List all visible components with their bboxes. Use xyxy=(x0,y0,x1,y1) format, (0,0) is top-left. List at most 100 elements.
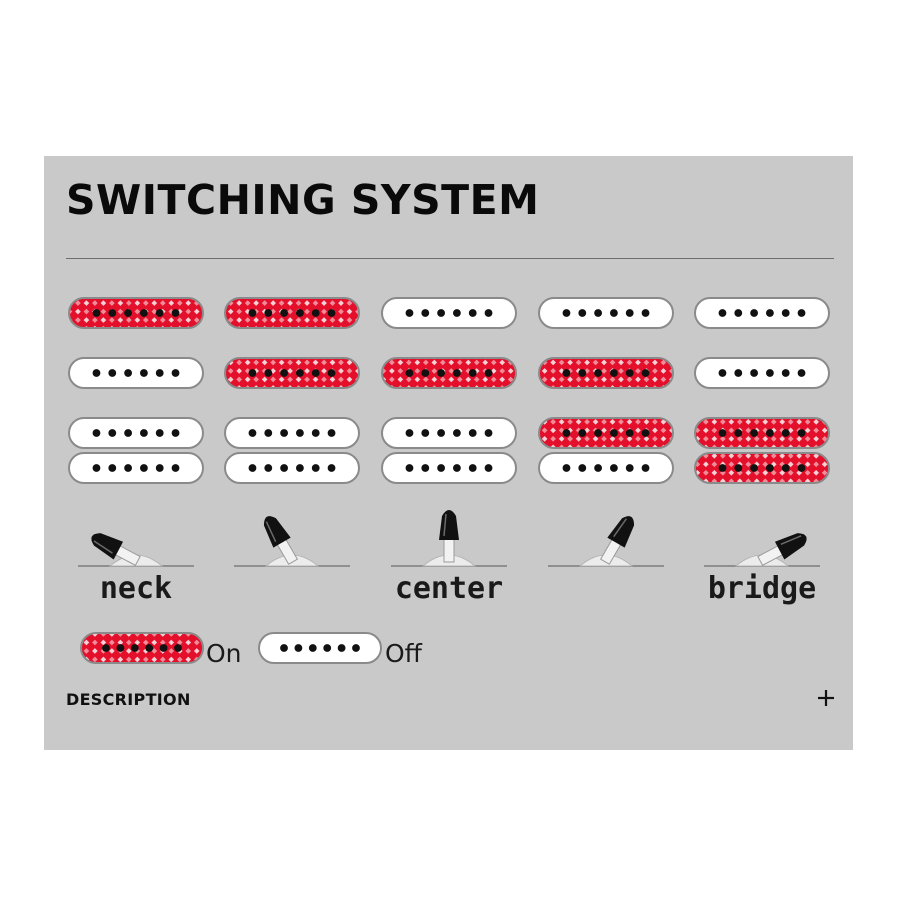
pole-piece xyxy=(155,429,164,437)
pole-piece xyxy=(140,309,148,317)
pole-piece xyxy=(174,644,182,652)
plus-icon[interactable] xyxy=(814,686,838,710)
pole-piece xyxy=(468,429,477,437)
pole-piece xyxy=(308,644,317,652)
pole-piece xyxy=(171,369,180,377)
pole-piece xyxy=(750,369,758,377)
bridge-pickup-bottom-3 xyxy=(381,452,517,484)
pole-piece xyxy=(594,464,602,472)
pole-piece xyxy=(781,369,790,377)
pole-piece xyxy=(108,369,117,377)
pole-piece xyxy=(124,429,132,437)
selector-lever-1 xyxy=(78,533,194,567)
divider xyxy=(66,258,834,259)
pole-piece xyxy=(248,309,257,317)
pole-piece xyxy=(327,309,336,317)
selector-lever-4 xyxy=(548,516,664,567)
pole-piece xyxy=(625,309,634,317)
bridge-pickup-top-5 xyxy=(694,417,830,449)
pole-piece xyxy=(280,464,288,472)
pole-piece xyxy=(92,309,101,317)
legend-off-label: Off xyxy=(385,639,423,668)
pole-piece xyxy=(280,369,288,377)
description-toggle[interactable]: DESCRIPTION xyxy=(66,690,191,709)
middle-pickup-2 xyxy=(224,357,360,389)
pole-piece xyxy=(108,309,117,317)
pole-piece xyxy=(468,369,477,377)
pole-piece xyxy=(421,464,430,472)
pole-piece xyxy=(562,309,571,317)
legend-on-pickup xyxy=(80,632,204,664)
pole-piece xyxy=(159,644,168,652)
pole-piece xyxy=(750,429,758,437)
pole-piece xyxy=(311,464,320,472)
bridge-pickup-bottom-1 xyxy=(68,452,204,484)
pole-piece xyxy=(734,464,743,472)
pole-piece xyxy=(108,464,117,472)
bridge-pickup-top-4 xyxy=(538,417,674,449)
pole-piece xyxy=(437,464,445,472)
pole-piece xyxy=(453,464,461,472)
pole-piece xyxy=(405,309,414,317)
pole-piece xyxy=(248,429,257,437)
middle-pickup-4 xyxy=(538,357,674,389)
selector-lever-2 xyxy=(234,516,350,567)
pole-piece xyxy=(421,309,430,317)
pole-piece xyxy=(264,429,273,437)
pole-piece xyxy=(405,429,414,437)
pole-piece xyxy=(92,429,101,437)
pole-piece xyxy=(578,464,587,472)
pole-piece xyxy=(140,464,148,472)
pole-piece xyxy=(625,369,634,377)
pole-piece xyxy=(108,429,117,437)
pole-piece xyxy=(453,429,461,437)
pole-piece xyxy=(468,464,477,472)
pole-piece xyxy=(280,429,288,437)
pole-piece xyxy=(155,309,164,317)
pole-piece xyxy=(296,429,304,437)
pole-piece xyxy=(102,644,110,652)
pole-piece xyxy=(171,309,180,317)
pole-piece xyxy=(766,309,774,317)
pole-piece xyxy=(468,309,477,317)
pole-piece xyxy=(145,644,154,652)
pole-piece xyxy=(437,429,445,437)
pole-piece xyxy=(140,369,148,377)
pole-piece xyxy=(405,369,414,377)
pole-piece xyxy=(124,464,132,472)
pole-piece xyxy=(625,464,634,472)
middle-pickup-1 xyxy=(68,357,204,389)
pole-piece xyxy=(437,369,445,377)
pole-piece xyxy=(718,429,727,437)
pole-piece xyxy=(264,309,273,317)
pole-piece xyxy=(92,369,101,377)
bridge-pickup-top-2 xyxy=(224,417,360,449)
pole-piece xyxy=(405,464,414,472)
pole-piece xyxy=(797,309,806,317)
middle-pickup-3 xyxy=(381,357,517,389)
pole-piece xyxy=(781,464,790,472)
pole-piece xyxy=(718,464,727,472)
pole-piece xyxy=(641,429,650,437)
pole-piece xyxy=(124,369,132,377)
pole-piece xyxy=(750,464,758,472)
pole-piece xyxy=(311,309,320,317)
pole-piece xyxy=(155,464,164,472)
neck-pickup-2 xyxy=(224,297,360,329)
bridge-pickup-bottom-2 xyxy=(224,452,360,484)
pole-piece xyxy=(264,369,273,377)
bridge-pickup-bottom-4 xyxy=(538,452,674,484)
pole-piece xyxy=(797,464,806,472)
pole-piece xyxy=(718,369,727,377)
pole-piece xyxy=(484,369,493,377)
position-label-1: neck xyxy=(100,571,172,606)
pole-piece xyxy=(116,644,125,652)
pole-piece xyxy=(641,369,650,377)
pole-piece xyxy=(421,429,430,437)
pole-piece xyxy=(296,369,304,377)
pole-piece xyxy=(641,464,650,472)
pole-piece xyxy=(453,369,461,377)
pole-piece xyxy=(296,464,304,472)
